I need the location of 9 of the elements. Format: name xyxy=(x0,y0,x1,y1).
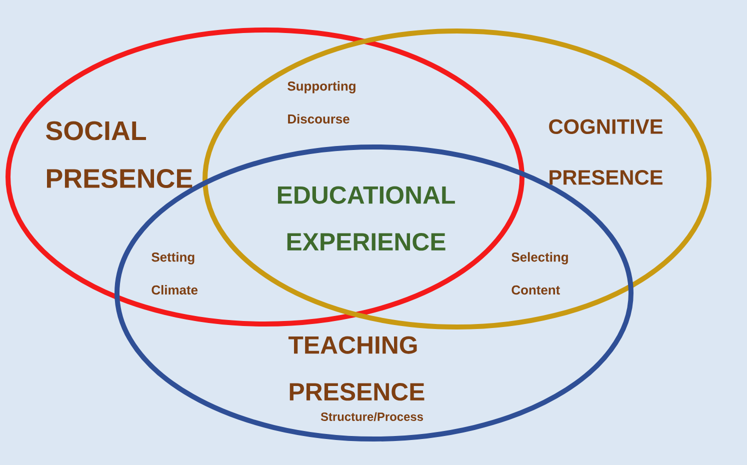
ellipse-label: COGNITIVE PRESENCE xyxy=(549,119,662,185)
overlap-label: Structure/Process xyxy=(320,412,423,422)
center-label: EDUCATIONAL EXPERIENCE xyxy=(278,186,455,251)
ellipse-label: TEACHING PRESENCE xyxy=(288,336,424,401)
overlap-label: Setting Climate xyxy=(152,252,198,295)
ellipse xyxy=(202,28,712,330)
overlap-label: Selecting Content xyxy=(512,252,568,295)
overlap-label: Supporting Discourse xyxy=(288,81,356,124)
ellipse-label: SOCIAL PRESENCE xyxy=(46,121,192,188)
